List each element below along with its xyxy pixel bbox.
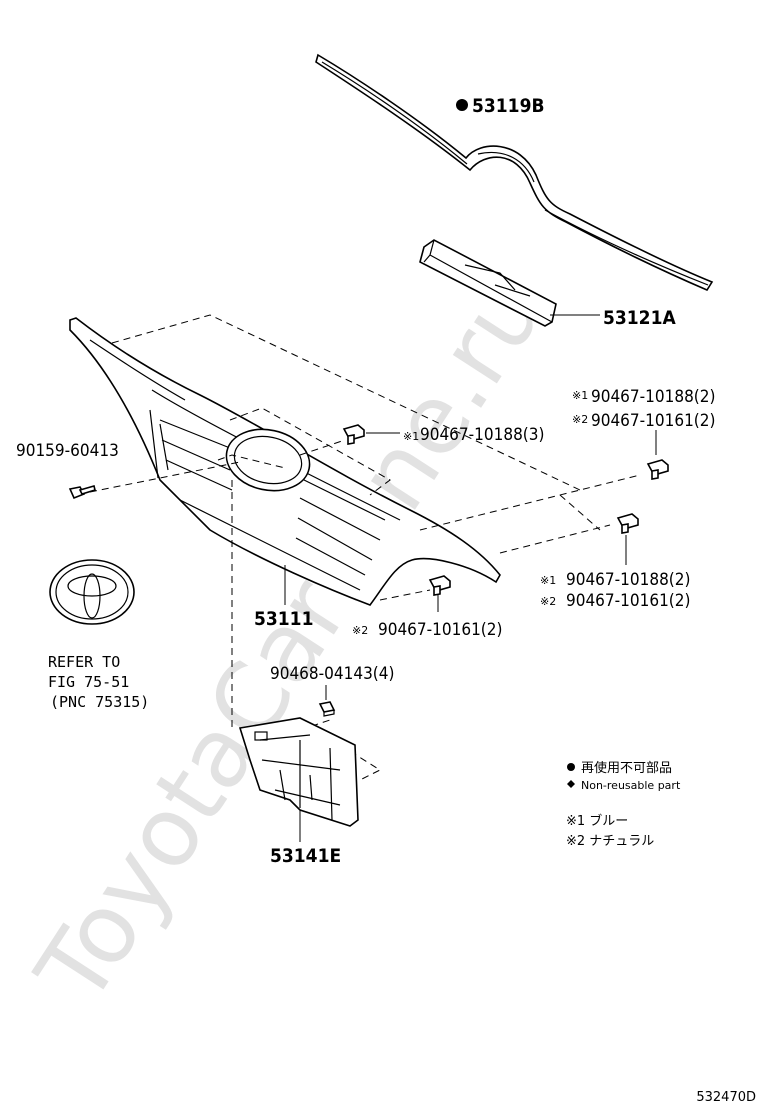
ref-line2: FIG 75-51 xyxy=(48,673,129,691)
legend-dot-icon xyxy=(567,763,575,771)
mark-note2-bottom: ※2 xyxy=(352,624,368,637)
clip-icon-right[interactable] xyxy=(646,459,669,480)
label-53119b: 53119B xyxy=(472,95,545,117)
toyota-emblem-icon[interactable] xyxy=(49,559,135,625)
center-molding-53121a[interactable] xyxy=(419,239,557,327)
label-nut: 90468-04143(4) xyxy=(270,664,394,684)
mark-note2-lower: ※2 xyxy=(540,595,556,608)
legend-nonreusable-en: Non-reusable part xyxy=(581,779,681,792)
label-clip-right-1: 90467-10188(2) xyxy=(591,387,715,407)
assembly-lines xyxy=(89,314,641,781)
clip-icon-bottom[interactable] xyxy=(428,575,451,596)
legend: 再使用不可部品 Non-reusable part ※1 ブルー ※2 ナチュラ… xyxy=(566,760,681,849)
mark-note2-right: ※2 xyxy=(572,413,588,426)
legend-diamond-icon xyxy=(567,780,575,788)
ref-line3: (PNC 75315) xyxy=(50,693,149,711)
nonreusable-dot-icon xyxy=(456,99,468,111)
label-53121a: 53121A xyxy=(603,307,676,329)
leader-lines xyxy=(284,314,657,842)
mark-note1-lower: ※1 xyxy=(540,574,556,587)
grille-53111[interactable] xyxy=(69,317,501,606)
label-clip-lower-2: 90467-10161(2) xyxy=(566,591,690,611)
label-bolt: 90159-60413 xyxy=(16,441,119,461)
legend-note1: ※1 ブルー xyxy=(566,813,628,829)
bolt-icon[interactable] xyxy=(68,485,96,500)
label-clip-bottom: 90467-10161(2) xyxy=(378,620,502,640)
clip-icon-lower[interactable] xyxy=(616,513,639,534)
mark-note1-right: ※1 xyxy=(572,389,588,402)
bracket-53141e[interactable] xyxy=(238,717,359,827)
watermark: ToyotaCarMine.ru xyxy=(15,258,566,1023)
label-clip-center: 90467-10188(3) xyxy=(420,425,544,445)
legend-note2: ※2 ナチュラル xyxy=(566,834,654,849)
legend-nonreusable-jp: 再使用不可部品 xyxy=(581,760,672,776)
mark-note1-center: ※1 xyxy=(403,430,419,443)
nut-icon[interactable] xyxy=(318,701,336,717)
ref-line1: REFER TO xyxy=(48,653,120,671)
upper-molding-53119b[interactable] xyxy=(315,53,714,292)
diagram-code: 532470D xyxy=(696,1090,756,1105)
clip-icon-center[interactable] xyxy=(342,424,365,445)
label-clip-lower-1: 90467-10188(2) xyxy=(566,570,690,590)
label-clip-right-2: 90467-10161(2) xyxy=(591,411,715,431)
label-53141e: 53141E xyxy=(270,845,341,867)
label-53111: 53111 xyxy=(254,608,313,630)
